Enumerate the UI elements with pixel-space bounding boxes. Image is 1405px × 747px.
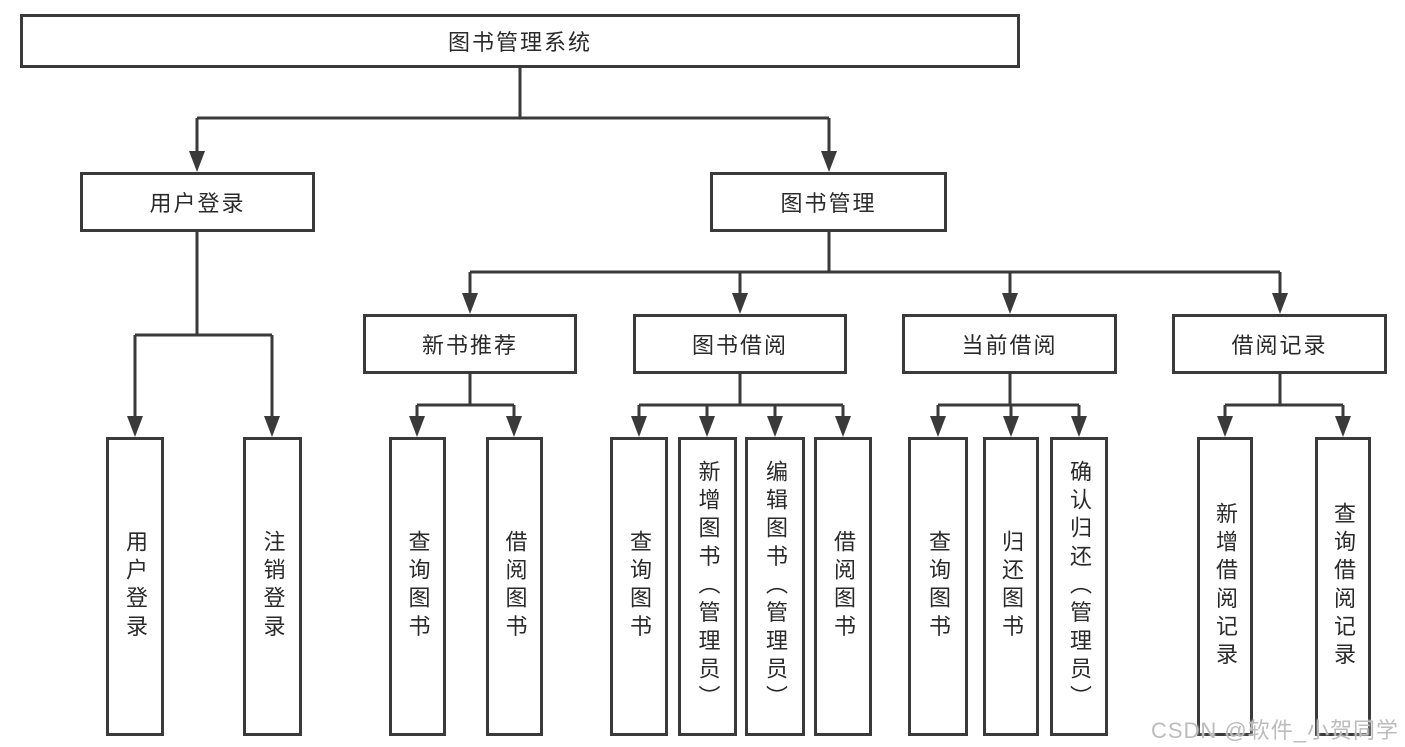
leaf-user-login: 用户登录 — [106, 437, 164, 736]
leaf-query-books-current: 查询图书 — [908, 437, 968, 736]
leaf-borrow-books-recommend: 借阅图书 — [486, 437, 543, 736]
leaf-edit-books-admin: 编辑图书（管理员） — [745, 437, 805, 736]
node-current-borrow: 当前借阅 — [902, 314, 1117, 374]
node-library-management-system: 图书管理系统 — [20, 14, 1020, 68]
node-borrow-records: 借阅记录 — [1172, 314, 1387, 374]
node-new-book-recommend: 新书推荐 — [363, 314, 577, 374]
leaf-add-books-admin: 新增图书（管理员） — [678, 437, 737, 736]
node-user-login: 用户登录 — [80, 172, 315, 232]
leaf-confirm-return-admin: 确认归还（管理员） — [1050, 437, 1108, 736]
node-book-borrow: 图书借阅 — [633, 314, 847, 374]
leaf-query-books-recommend: 查询图书 — [389, 437, 446, 736]
leaf-borrow-books: 借阅图书 — [814, 437, 872, 736]
leaf-return-books: 归还图书 — [983, 437, 1039, 736]
leaf-query-borrow-record: 查询借阅记录 — [1315, 437, 1371, 736]
leaf-add-borrow-record: 新增借阅记录 — [1197, 437, 1253, 736]
leaf-logout: 注销登录 — [243, 437, 302, 736]
arrowheads — [127, 151, 1351, 437]
node-book-management: 图书管理 — [710, 172, 947, 232]
leaf-query-books-borrow: 查询图书 — [610, 437, 668, 736]
